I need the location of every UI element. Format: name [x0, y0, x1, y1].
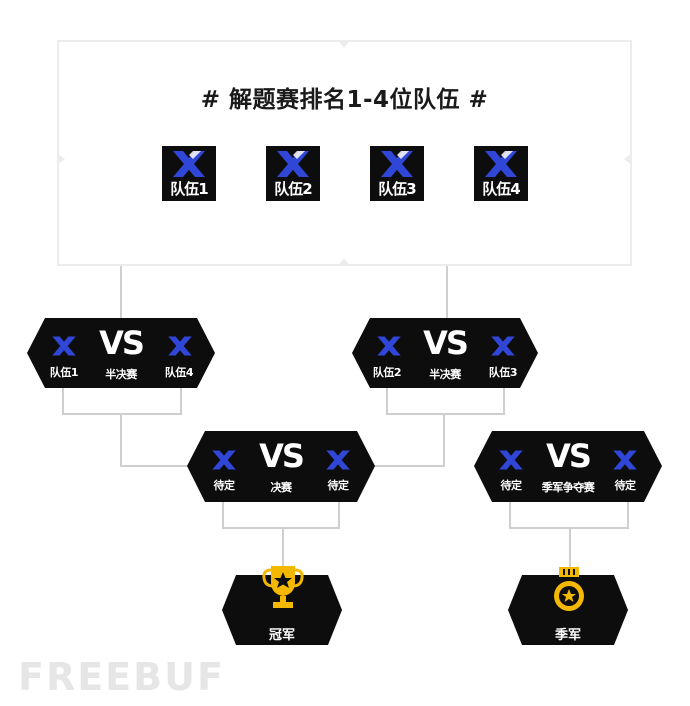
connector-line: [282, 528, 284, 568]
team-logo-icon: [491, 336, 515, 356]
connector-line: [509, 502, 511, 528]
match-final: VS 待定 决赛 待定: [187, 431, 375, 502]
teams-frame: [57, 40, 632, 266]
team-logo-icon: [52, 336, 76, 356]
team-logo-icon: [168, 336, 192, 356]
watermark: FREEBUF: [18, 655, 225, 699]
connector-line: [120, 414, 122, 466]
team-label: 队伍1: [170, 180, 208, 198]
team-left-label: 队伍1: [49, 366, 79, 379]
team-right-label: 队伍3: [488, 366, 518, 379]
team-right-label: 待定: [614, 479, 637, 492]
medal-icon: [554, 567, 584, 611]
team-label: 队伍3: [378, 180, 416, 198]
connector-line: [222, 502, 224, 528]
connector-line: [503, 388, 505, 414]
team-card-3: 队伍3: [370, 146, 424, 201]
frame-notch-bottom: [338, 258, 350, 266]
connector-line: [627, 502, 629, 528]
award-label: 冠军: [268, 628, 295, 643]
award-label: 季军: [554, 628, 581, 643]
connector-line: [120, 266, 122, 320]
connector-line: [120, 465, 210, 467]
connector-line: [569, 528, 571, 568]
trophy-icon: [262, 566, 304, 608]
team-logo-icon: [173, 151, 205, 177]
vs-label: VS: [423, 324, 469, 362]
connector-line: [338, 502, 340, 528]
match-stage-label: 半决赛: [105, 368, 137, 381]
match-stage-label: 决赛: [270, 481, 293, 494]
frame-notch-left: [57, 153, 65, 165]
vs-label: VS: [546, 437, 592, 475]
match-third-place: VS 待定 季军争夺赛 待定: [474, 431, 662, 502]
team-logo-icon: [212, 450, 236, 470]
connector-line: [222, 527, 340, 529]
team-left-label: 待定: [500, 479, 523, 492]
team-card-1: 队伍1: [162, 146, 216, 201]
connector-line: [180, 388, 182, 414]
team-logo-icon: [485, 151, 517, 177]
page-title: # 解题赛排名1-4位队伍 #: [200, 87, 489, 113]
match-semi1: VS 队伍1 半决赛 队伍4: [27, 318, 215, 388]
team-logo-icon: [381, 151, 413, 177]
team-logo-icon: [277, 151, 309, 177]
connector-line: [62, 388, 64, 414]
team-logo-icon: [377, 336, 401, 356]
match-stage-label: 季军争夺赛: [541, 481, 595, 494]
frame-notch-right: [624, 153, 632, 165]
team-label: 队伍2: [274, 180, 312, 198]
award-champion: 冠军: [222, 575, 342, 645]
connector-line: [355, 465, 445, 467]
team-label: 队伍4: [482, 180, 520, 198]
team-right-label: 待定: [327, 479, 350, 492]
team-logo-icon: [326, 450, 350, 470]
vs-label: VS: [259, 437, 305, 475]
team-logo-icon: [499, 450, 523, 470]
team-logo-icon: [613, 450, 637, 470]
connector-line: [62, 413, 182, 415]
team-card-2: 队伍2: [266, 146, 320, 201]
team-left-label: 待定: [213, 479, 236, 492]
vs-label: VS: [99, 324, 145, 362]
team-left-label: 队伍2: [372, 366, 402, 379]
connector-line: [443, 414, 445, 466]
connector-line: [386, 388, 388, 414]
match-semi2: VS 队伍2 半决赛 队伍3: [352, 318, 538, 388]
frame-notch-top: [338, 40, 350, 48]
team-card-4: 队伍4: [474, 146, 528, 201]
team-right-label: 队伍4: [164, 366, 194, 379]
connector-line: [386, 413, 505, 415]
match-stage-label: 半决赛: [429, 368, 461, 381]
connector-line: [446, 266, 448, 320]
